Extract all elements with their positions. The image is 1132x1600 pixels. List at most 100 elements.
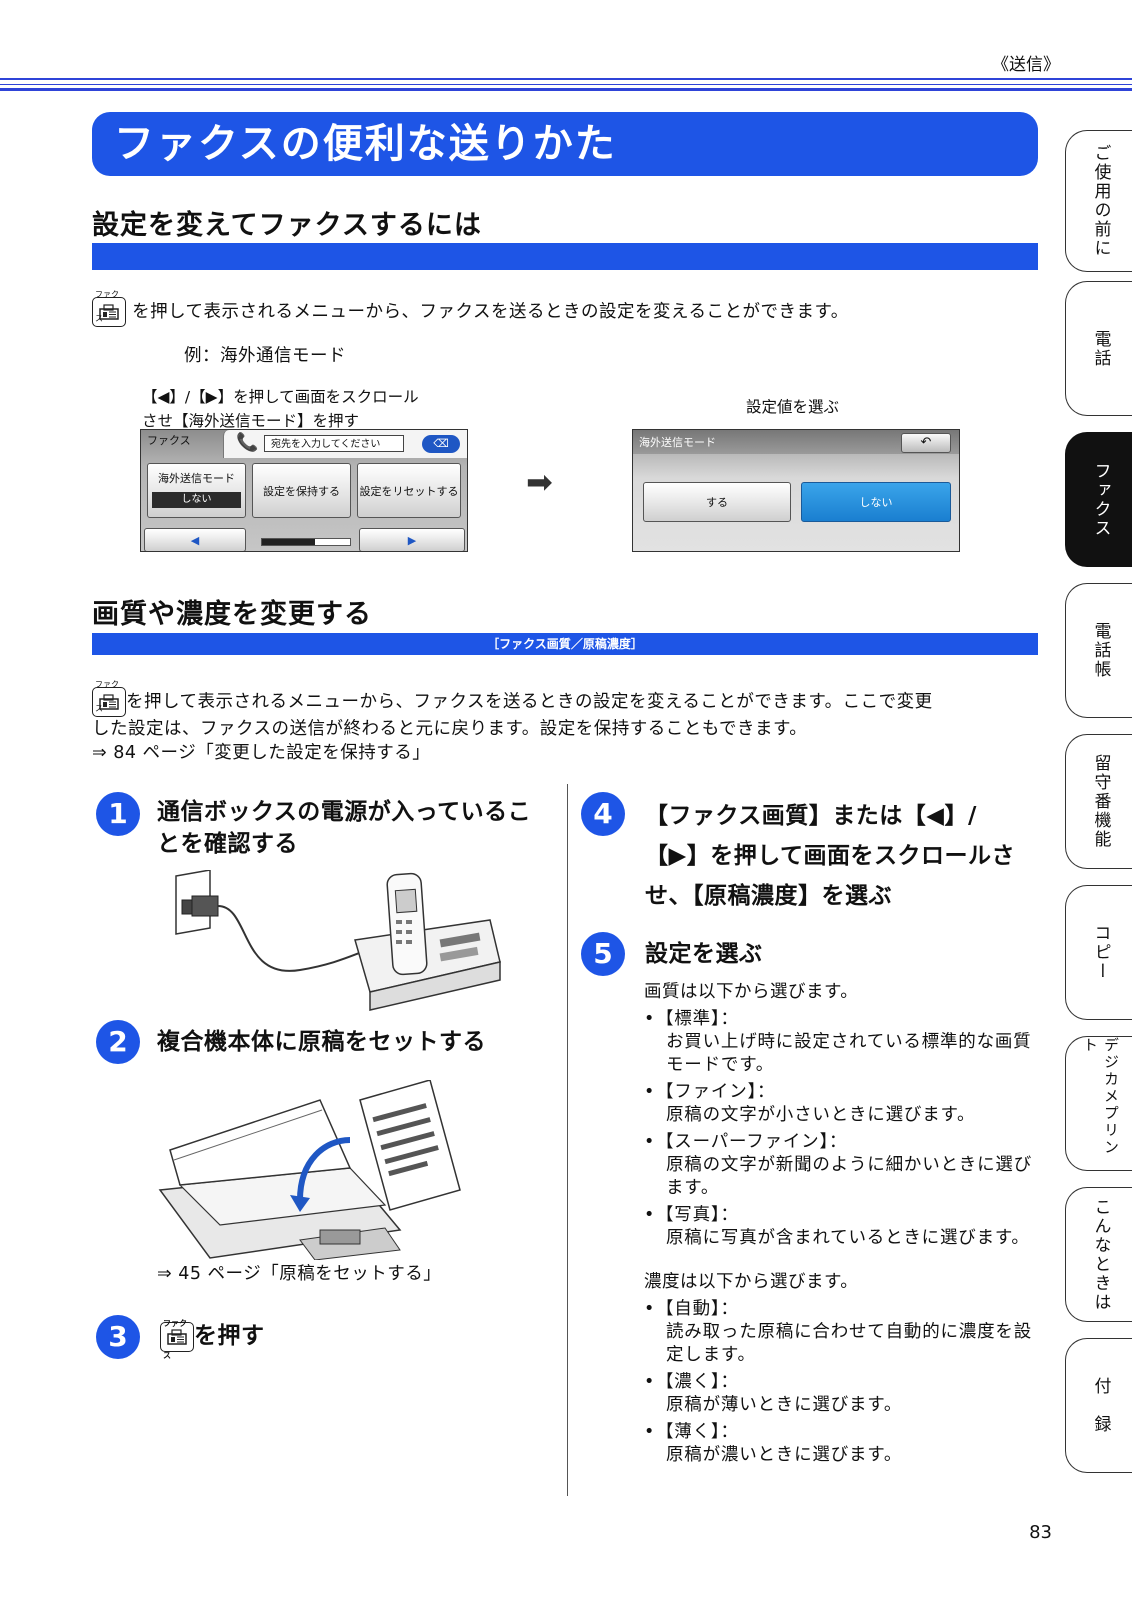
- section2-ref-link[interactable]: ⇒ 84 ページ「変更した設定を保持する」: [92, 743, 431, 763]
- lcd1-title: ファクス: [147, 434, 191, 447]
- tab-label: コピー: [1090, 924, 1111, 981]
- option-desc: 読み取った原稿に合わせて自動的に濃度を設定します。: [666, 1322, 1032, 1365]
- fax-icon: [99, 694, 119, 710]
- quality-option-fine: 【ファイン】： 原稿の文字が小さいときに選びます。: [644, 1081, 1044, 1127]
- tab-phonebook[interactable]: 電話帳: [1065, 583, 1132, 718]
- lcd-screen-overseas-mode: 海外送信モード ↶ する しない: [632, 429, 960, 552]
- reset-settings-button[interactable]: 設定をリセットする: [357, 463, 461, 518]
- tab-label: 留守番機能: [1090, 754, 1111, 849]
- tab-phone[interactable]: 電話: [1065, 281, 1132, 416]
- step-5-body: 画質は以下から選びます。 【標準】：お買い上げ時に設定されている標準的な画質モー…: [644, 980, 1044, 1471]
- option-desc: 原稿の文字が小さいときに選びます。: [666, 1105, 976, 1125]
- section1-intro: ファクス を押して表示されるメニューから、ファクスを送るときの設定を変えることが…: [92, 290, 1032, 327]
- step-5-title: 設定を選ぶ: [645, 941, 763, 967]
- overseas-mode-value: しない: [152, 492, 241, 508]
- step-3-title: ファクス を押す: [160, 1319, 265, 1360]
- page-title: ファクスの便利な送りかた: [92, 112, 1038, 176]
- quality-options: 【標準】：お買い上げ時に設定されている標準的な画質モードです。 【ファイン】： 原…: [644, 1008, 1044, 1250]
- step-2-number: 2: [96, 1020, 140, 1064]
- step-1-title-line1: 通信ボックスの電源が入っているこ: [157, 799, 532, 825]
- tab-before-use[interactable]: ご使用の前に: [1065, 130, 1132, 272]
- section2-intro: ファクス を押して表示されるメニューから、ファクスを送るときの設定を変えることが…: [92, 680, 1042, 765]
- lcd1-address-bar: 📞 宛先を入力してください ⌫: [223, 430, 467, 458]
- back-icon: ↶: [920, 435, 932, 450]
- step-1-title-line2: とを確認する: [157, 831, 298, 857]
- option-desc: 原稿が濃いときに選びます。: [666, 1445, 903, 1465]
- option-label: 【自動】：: [656, 1299, 739, 1319]
- backspace-icon[interactable]: ⌫: [422, 435, 460, 453]
- step-1-number: 1: [96, 792, 140, 836]
- section2-intro-line2: した設定は、ファクスの送信が終わると元に戻ります。設定を保持することもできます。: [92, 719, 808, 739]
- tab-label: こんなときは: [1090, 1197, 1111, 1312]
- step-4-title-line1: 【ファクス画質】または【◀】/: [645, 803, 977, 829]
- left-caption-line2: させ【海外送信モード】を押す: [142, 412, 360, 430]
- tab-label: ファクス: [1090, 461, 1111, 538]
- tab-photo-print[interactable]: デジカメプリント: [1065, 1036, 1132, 1171]
- keep-settings-button[interactable]: 設定を保持する: [252, 463, 351, 518]
- quality-intro: 画質は以下から選びます。: [644, 982, 859, 1002]
- option-yes-button[interactable]: する: [643, 482, 791, 522]
- right-caption: 設定値を選ぶ: [746, 398, 840, 416]
- density-option-light: 【薄く】： 原稿が濃いときに選びます。: [644, 1421, 1044, 1467]
- density-option-dark: 【濃く】：原稿が薄いときに選びます。: [644, 1371, 1044, 1417]
- header-rule: [0, 78, 1132, 80]
- fax-button-caption: ファクス: [95, 290, 119, 323]
- fax-button: ファクス: [92, 290, 126, 327]
- left-caption: 【◀】/【▶】を押して画面をスクロール させ【海外送信モード】を押す: [142, 385, 419, 433]
- scanner-illustration: [158, 1080, 461, 1260]
- step-3-title-text: を押す: [194, 1323, 265, 1349]
- fax-button-caption: ファクス: [95, 680, 119, 713]
- quality-option-photo: 【写真】： 原稿に写真が含まれているときに選びます。: [644, 1204, 1044, 1250]
- tab-answering[interactable]: 留守番機能: [1065, 734, 1132, 869]
- quality-option-superfine: 【スーパーファイン】： 原稿の文字が新聞のように細かいときに選びます。: [644, 1131, 1044, 1200]
- back-button[interactable]: ↶: [901, 433, 951, 453]
- tab-appendix[interactable]: 付 録: [1065, 1338, 1132, 1473]
- comm-box-illustration: [175, 870, 501, 1011]
- option-label: 【標準】：: [656, 1009, 739, 1029]
- step-2-title: 複合機本体に原稿をセットする: [157, 1029, 486, 1055]
- header-rule-thin: [0, 84, 1132, 85]
- step-5-number: 5: [581, 932, 625, 976]
- fax-button-caption: ファクス: [163, 1318, 187, 1360]
- section1-intro-text: を押して表示されるメニューから、ファクスを送るときの設定を変えることができます。: [132, 302, 849, 322]
- scroll-left-button[interactable]: ◀: [144, 528, 246, 551]
- step-2-ref-link[interactable]: ⇒ 45 ページ「原稿をセットする」: [157, 1264, 442, 1284]
- step-1-title: 通信ボックスの電源が入っているこ とを確認する: [157, 796, 531, 860]
- quality-option-standard: 【標準】：お買い上げ時に設定されている標準的な画質モードです。: [644, 1008, 1044, 1077]
- step-4-title: 【ファクス画質】または【◀】/ 【▶】を押して画面をスクロールさ せ、【原稿濃度…: [645, 796, 1015, 916]
- option-desc: 原稿に写真が含まれているときに選びます。: [666, 1228, 1030, 1248]
- lcd-screen-fax: ファクス 📞 宛先を入力してください ⌫ 海外送信モード しない 設定を保持する…: [140, 429, 468, 552]
- tab-label: 付 録: [1090, 1377, 1111, 1434]
- tab-label: デジカメプリント: [1081, 1037, 1120, 1156]
- fax-button: ファクス: [92, 680, 126, 717]
- phone-icon: 📞: [236, 432, 259, 453]
- tab-troubleshooting[interactable]: こんなときは: [1065, 1187, 1132, 1322]
- tab-fax[interactable]: ファクス: [1065, 432, 1132, 567]
- scroll-right-button[interactable]: ▶: [359, 528, 465, 551]
- option-label: 【スーパーファイン】：: [656, 1132, 848, 1152]
- density-option-auto: 【自動】： 読み取った原稿に合わせて自動的に濃度を設定します。: [644, 1298, 1044, 1367]
- example-label: 例：海外通信モード: [184, 346, 346, 366]
- tab-label: ご使用の前に: [1090, 144, 1111, 258]
- option-no-button[interactable]: しない: [801, 482, 951, 522]
- option-label: 【ファイン】：: [656, 1082, 776, 1102]
- overseas-mode-button[interactable]: 海外送信モード しない: [147, 463, 246, 518]
- tab-copy[interactable]: コピー: [1065, 885, 1132, 1020]
- step-4-title-line2: 【▶】を押して画面をスクロールさ: [645, 843, 1015, 869]
- fax-icon: [167, 1328, 187, 1345]
- option-desc: 原稿の文字が新聞のように細かいときに選びます。: [666, 1155, 1032, 1198]
- section1-bar: [92, 243, 1038, 270]
- option-label: 【濃く】：: [656, 1372, 739, 1392]
- step-3-number: 3: [96, 1315, 140, 1359]
- left-caption-line1: 【◀】/【▶】を押して画面をスクロール: [142, 388, 419, 406]
- section2-bar: ［ファクス画質／原稿濃度］: [92, 633, 1038, 655]
- column-divider: [567, 784, 568, 1496]
- section1-heading: 設定を変えてファクスするには: [92, 210, 482, 241]
- address-input[interactable]: 宛先を入力してください: [264, 435, 404, 452]
- arrow-icon: ➡: [526, 463, 553, 501]
- section2-intro-line1: ファクス を押して表示されるメニューから、ファクスを送るときの設定を変えることが…: [92, 680, 1042, 717]
- option-label: 【写真】：: [656, 1205, 739, 1225]
- option-label: 【薄く】：: [656, 1422, 739, 1442]
- section2-intro-text1: を押して表示されるメニューから、ファクスを送るときの設定を変えることができます。…: [126, 692, 933, 712]
- step-4-number: 4: [581, 792, 625, 836]
